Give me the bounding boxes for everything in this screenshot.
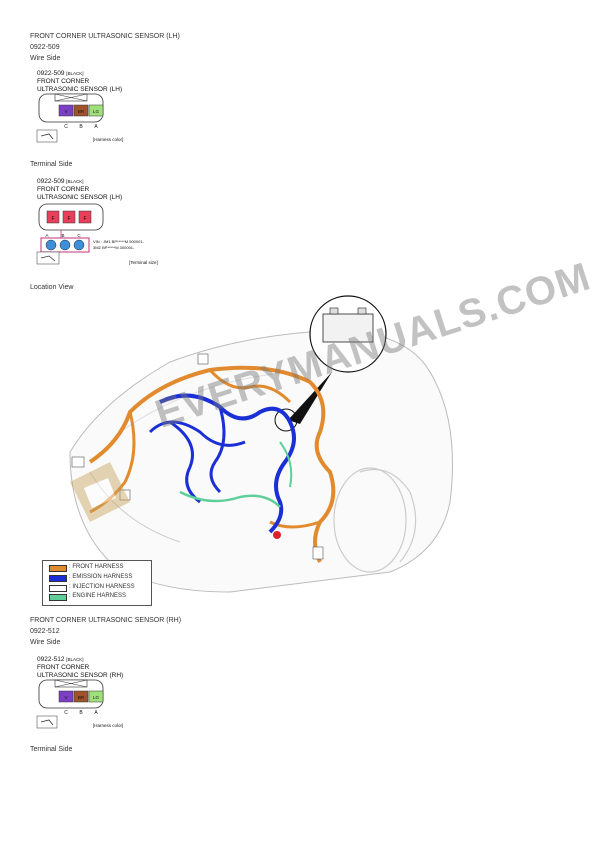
svg-text:A: A: [94, 710, 98, 716]
svg-text:[Harness color]: [Harness color]: [93, 723, 123, 728]
legend-swatch-front: [49, 565, 67, 572]
svg-text:C: C: [64, 710, 68, 716]
pin-b-wire: [73, 104, 89, 117]
rh-terminal-side-heading: Terminal Side: [30, 746, 73, 753]
watermark-logo-icon: [70, 462, 130, 522]
svg-text:V: V: [64, 109, 67, 114]
wire-side-view-icon: [36, 715, 58, 729]
vin-line-1: VIN : JM1 BP*****M 500001-: [93, 239, 145, 244]
legend-label-emission: : EMISSION HARNESS: [69, 574, 133, 580]
vin-line-2: 3MZ BP*****M 300001-: [93, 245, 135, 250]
legend-swatch-injection: [49, 585, 67, 592]
svg-text:C: C: [77, 233, 81, 238]
pin-a-wire: [88, 104, 104, 117]
terminal-pin-3: [78, 210, 92, 224]
lh-wire-color-tag: [BLACK]: [66, 71, 83, 76]
legend-label-engine: : ENGINE HARNESS: [69, 593, 127, 599]
svg-text:C: C: [64, 124, 68, 130]
lh-connector-code: 0922-509: [30, 44, 60, 51]
rh-wire-side-heading: Wire Side: [30, 639, 61, 646]
svg-text:A: A: [94, 124, 98, 130]
legend-swatch-engine: [49, 594, 67, 601]
svg-text:BR: BR: [78, 695, 85, 700]
front-harness-path: [88, 365, 336, 563]
rh-wire-side-connector-figure: 0922-512 [BLACK] FRONT CORNER ULTRASONIC…: [36, 656, 123, 729]
harness-legend: : FRONT HARNESS : EMISSION HARNESS : INJ…: [42, 560, 152, 606]
svg-text:ULTRASONIC SENSOR (LH): ULTRASONIC SENSOR (LH): [37, 194, 122, 201]
lh-wire-view-note: [Harness color]: [93, 137, 123, 142]
svg-text:LG: LG: [93, 109, 100, 114]
svg-text:0922-509 [BLACK]: 0922-509 [BLACK]: [37, 70, 84, 77]
lh-terminal-view-note: [Terminal size]: [129, 260, 158, 265]
legend-swatch-emission: [49, 575, 67, 582]
pin-b-wire: [73, 690, 89, 703]
svg-text:FRONT CORNER: FRONT CORNER: [37, 186, 90, 193]
legend-label-front: : FRONT HARNESS: [69, 564, 124, 570]
location-view-illustration: [69, 295, 453, 593]
svg-text:B: B: [61, 233, 64, 238]
terminal-pin-1: [46, 210, 60, 224]
lh-terminal-side-heading: Terminal Side: [30, 161, 73, 168]
lh-wire-code: 0922-509: [37, 70, 65, 77]
svg-text:LG: LG: [93, 695, 100, 700]
terminal-pin-2: [62, 210, 76, 224]
terminal-side-view-icon: [36, 251, 60, 265]
legend-label-injection: : INJECTION HARNESS: [69, 584, 135, 590]
lh-wire-name-1: FRONT CORNER: [37, 78, 90, 85]
svg-text:0922-509 [BLACK]: 0922-509 [BLACK]: [37, 178, 84, 185]
lh-wire-side-heading: Wire Side: [30, 55, 61, 62]
svg-text:B: B: [79, 124, 83, 130]
svg-text:F: F: [51, 216, 54, 222]
svg-text:F: F: [83, 216, 86, 222]
svg-text:F: F: [67, 216, 70, 222]
location-view-heading: Location View: [30, 284, 74, 291]
engine-harness-path: [179, 490, 281, 508]
svg-text:BR: BR: [78, 109, 85, 114]
svg-text:0922-512 [BLACK]: 0922-512 [BLACK]: [37, 656, 84, 663]
lh-wire-name-2: ULTRASONIC SENSOR (LH): [37, 86, 122, 93]
lh-section-title: FRONT CORNER ULTRASONIC SENSOR (LH): [30, 33, 180, 40]
location-marker-dot: [273, 531, 281, 539]
pin-a-wire: [88, 690, 104, 703]
emission-harness-path: [159, 393, 296, 534]
battery-icon: [322, 313, 374, 343]
lh-wire-side-connector-figure: 0922-509 [BLACK] FRONT CORNER ULTRASONIC…: [36, 70, 123, 143]
svg-text:B: B: [79, 710, 83, 716]
svg-text:V: V: [64, 695, 67, 700]
pin-c-wire: [58, 690, 74, 703]
pin-c-wire: [58, 104, 74, 117]
svg-text:FRONT CORNER: FRONT CORNER: [37, 664, 90, 671]
rh-connector-code: 0922-512: [30, 628, 60, 635]
svg-text:A: A: [45, 233, 48, 238]
rh-section-title: FRONT CORNER ULTRASONIC SENSOR (RH): [30, 617, 182, 624]
svg-text:ULTRASONIC SENSOR (RH): ULTRASONIC SENSOR (RH): [37, 672, 123, 679]
lh-terminal-side-connector-figure: 0922-509 [BLACK] FRONT CORNER ULTRASONIC…: [36, 178, 158, 265]
wire-side-view-icon: [36, 129, 58, 143]
